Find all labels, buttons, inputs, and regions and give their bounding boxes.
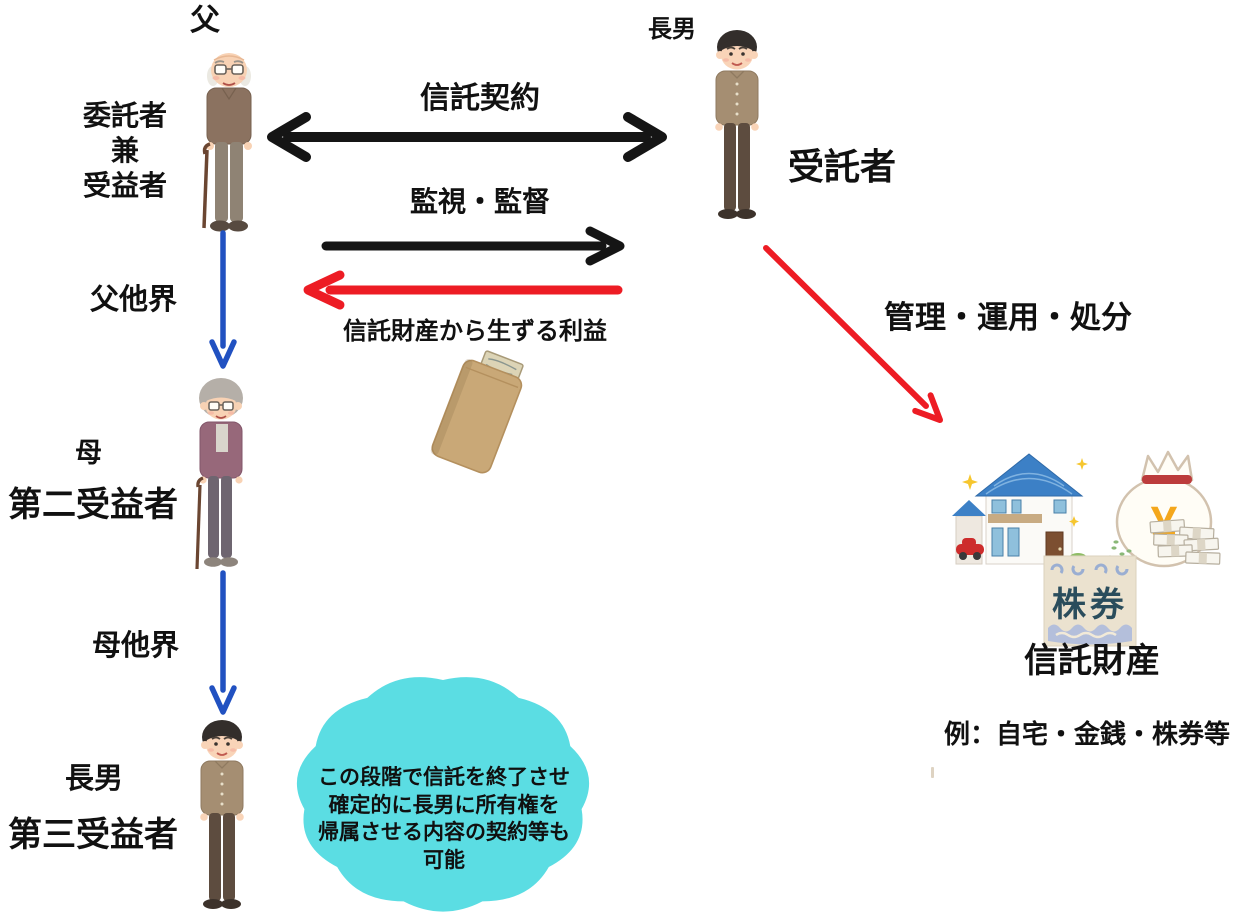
elderly-mother-figure (195, 378, 243, 570)
settlor-roles-label: 委託者 兼 受益者 (45, 98, 205, 203)
father-passing-label: 父他界 (90, 284, 178, 316)
pay-envelope-icon (407, 336, 552, 486)
note-line-3: 帰属させる内容の契約等も (318, 821, 570, 844)
management-arrow (763, 245, 943, 423)
management-label: 管理・運用・処分 (884, 300, 1132, 335)
trust-contract-label: 信託契約 (420, 82, 540, 115)
settlor-role-line-2: 兼 (110, 135, 139, 166)
trustee-name-label: 長男 (648, 16, 696, 43)
profit-label: 信託財産から生ずる利益 (343, 318, 607, 345)
elderly-father-figure (202, 53, 252, 232)
trust-property-label: 信託財産 (1024, 642, 1160, 680)
pay-envelope-graphic (430, 350, 524, 474)
property-examples-label: 例：自宅・金銭・株券等 (944, 719, 1231, 749)
note-bubble (296, 677, 590, 912)
stock-certificate-icon: 株券 (1043, 555, 1137, 647)
succession-arrow-father-to-mother (209, 230, 237, 369)
stray-mark (931, 767, 934, 778)
cash-stack-icon (1149, 519, 1221, 565)
supervision-label: 監視・監督 (409, 186, 550, 217)
third-beneficiary-son-figure (200, 720, 244, 909)
third-beneficiary-label: 第三受益者 (8, 816, 178, 854)
trust-contract-double-arrow (267, 112, 667, 162)
money-bag-icon: ¥ (1107, 450, 1221, 568)
note-line-4: 可能 (423, 848, 465, 872)
stock-label: 株券 (1052, 586, 1128, 624)
settlor-name-label: 父 (190, 4, 220, 37)
supervision-arrow (321, 226, 625, 266)
second-beneficiary-label: 第二受益者 (8, 486, 178, 524)
note-text: この段階で信託を終了させ 確定的に長男に所有権を 帰属させる内容の契約等も 可能 (303, 764, 585, 874)
settlor-role-line-3: 受益者 (82, 170, 167, 201)
sparkle-icon (1069, 516, 1079, 527)
profit-return-arrow (303, 270, 623, 310)
note-line-1: この段階で信託を終了させ (318, 766, 570, 789)
house-icon (952, 453, 1088, 567)
settlor-role-line-1: 委託者 (82, 100, 167, 131)
trustee-role-label: 受託者 (788, 146, 897, 187)
mother-passing-label: 母他界 (92, 630, 180, 662)
succession-arrow-mother-to-son (209, 570, 237, 715)
son-name-label: 長男 (65, 763, 124, 795)
trustee-son-figure (715, 30, 759, 219)
mother-name-label: 母 (75, 438, 102, 468)
note-line-2: 確定的に長男に所有権を (328, 793, 560, 817)
sparkle-icon (1076, 458, 1088, 470)
sparkle-icon (962, 474, 978, 490)
